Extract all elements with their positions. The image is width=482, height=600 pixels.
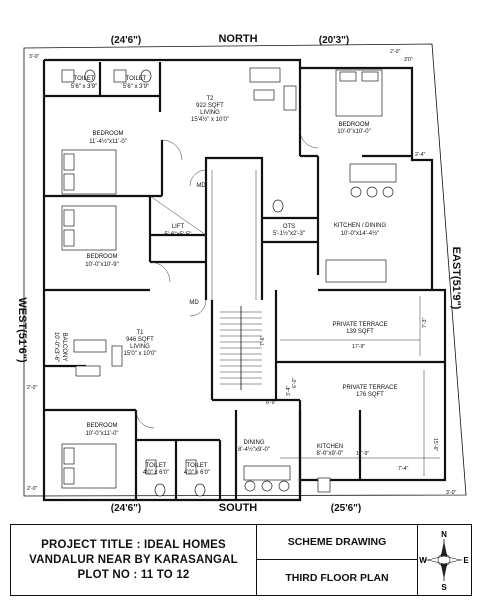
dim-stair2: 3'-4" [286, 386, 292, 396]
kitchen-name: KITCHEN [317, 444, 343, 450]
lift-shaft [149, 195, 207, 236]
bed-ne-name: BEDROOM [338, 122, 369, 128]
dim-ne: 3'0" [404, 57, 413, 63]
toilet2-size: 5'6" x 3'9" [123, 84, 149, 90]
dim-bottom-right: (25'6") [331, 503, 361, 514]
dim-w-low2: 2'-0" [27, 486, 37, 492]
bed-nw-name: BEDROOM [92, 131, 123, 137]
bed-ne-size: 10'-0"x10'-0" [337, 129, 371, 135]
dim-terrace2-h: 15'-6" [432, 438, 438, 451]
dim-stair1: 7'-6" [260, 336, 266, 346]
balcony-name: BALCONY [61, 333, 67, 362]
west-label: WEST(51'6") [16, 297, 28, 363]
t2-size: 15'4½" x 10'0" [191, 116, 229, 123]
kitchen-size: 8'-0"x9'-0" [317, 451, 344, 457]
dim-terrace2-top: 6'-0" [292, 378, 298, 388]
terrace1-name: PRIVATE TERRACE [332, 322, 387, 328]
t2-label: LIVING [200, 110, 220, 116]
dim-bottom-left: (24'6") [111, 503, 141, 514]
dim-terrace2-w: 17'-9" [356, 451, 369, 457]
north-label: NORTH [218, 33, 257, 45]
dim-w-low1: 2'-0" [27, 385, 37, 391]
terrace1-area: 139 SQFT [346, 329, 374, 335]
project-location: VANDALUR NEAR BY KARASANGAL [29, 553, 238, 566]
beds [61, 69, 383, 489]
toilet1-size: 5'6" x 3'9" [71, 84, 97, 90]
toilet3-name: TOILET [146, 463, 167, 469]
toilet4-size: 4'0" x 6'0" [184, 470, 210, 476]
dim-s-right: 3'-0" [446, 490, 456, 496]
kitchen-dining-size: 10'-0"x14'-4½" [341, 230, 380, 237]
dim-top-right: (20'3") [319, 35, 349, 46]
plot-boundary [23, 43, 467, 497]
floor-plan-label: THIRD FLOOR PLAN [285, 571, 389, 584]
south-label: SOUTH [219, 502, 258, 514]
living-furniture [73, 67, 297, 377]
project-info: PROJECT TITLE : IDEAL HOMES VANDALUR NEA… [11, 525, 257, 595]
md2-label: MD [189, 300, 199, 306]
ots-name: OTS [283, 224, 295, 230]
door-swings [135, 129, 319, 429]
toilet1-name: TOILET [74, 76, 95, 82]
dimension-lines [280, 296, 440, 476]
bed-w-name: BEDROOM [86, 254, 117, 260]
t1-size: 15'0" x 10'0" [124, 351, 157, 357]
bed-sw-size: 10'-0"x11'-0" [85, 431, 118, 437]
dining-name: DINING [244, 440, 265, 446]
dim-nw: 3'-0" [29, 54, 39, 60]
dining-sets [243, 163, 397, 493]
bed-nw-size: 11'-4½"x11'-0" [89, 138, 127, 145]
project-title: PROJECT TITLE : IDEAL HOMES [41, 538, 226, 551]
t1-label: LIVING [130, 344, 150, 350]
lift-size: 5'-6"x5'-5" [165, 232, 192, 238]
terrace2-area: 176 SQFT [356, 392, 384, 398]
dim-terrace1-h: 7'-3" [422, 318, 428, 328]
dim-top-left: (24'6") [111, 35, 141, 46]
compass-w: W [419, 556, 427, 565]
t2-area: 922 SQFT [196, 103, 224, 109]
dim-terrace1-w: 17'-9" [352, 344, 365, 350]
terrace2-name: PRIVATE TERRACE [342, 385, 397, 391]
bed-w-size: 10'-0"x10'-9" [85, 262, 119, 268]
toilet2-name: TOILET [126, 76, 147, 82]
ots-size: 5'-1½"x2'-3" [273, 230, 305, 237]
sanitary-fixtures [61, 69, 284, 497]
t1-area: 946 SQFT [126, 337, 154, 343]
dim-e-mid: 2'-4" [415, 152, 425, 158]
balcony-size: 10'-0"x3'-6" [53, 332, 59, 362]
t2-name: T2 [206, 96, 214, 102]
staircase [211, 170, 262, 390]
interior-walls [44, 62, 445, 500]
bed-sw-name: BEDROOM [86, 423, 117, 429]
plot-number: PLOT NO : 11 TO 12 [77, 568, 190, 581]
compass-rose-icon: N S W E [417, 525, 471, 595]
scheme-drawing-label: SCHEME DRAWING [257, 525, 417, 560]
title-block: PROJECT TITLE : IDEAL HOMES VANDALUR NEA… [10, 524, 472, 596]
lift-name: LIFT [172, 224, 185, 230]
md1-label: MD [196, 183, 206, 189]
compass-s: S [441, 583, 447, 592]
dim-kitchen-side: 7'-4" [398, 466, 408, 472]
compass-e: E [463, 556, 469, 565]
kitchen-dining-name: KITCHEN / DINING [334, 223, 387, 229]
toilet3-size: 4'0" x 6'0" [143, 470, 169, 476]
dining-size: 8'-4½"x9'-0" [238, 446, 270, 453]
compass-n: N [441, 530, 447, 539]
dim-ne-side: 2'-0" [390, 49, 400, 55]
toilet4-name: TOILET [187, 463, 208, 469]
dim-stair3: 6'-9" [266, 400, 276, 406]
t1-name: T1 [136, 330, 144, 336]
east-label: EAST(51'9") [450, 247, 462, 310]
